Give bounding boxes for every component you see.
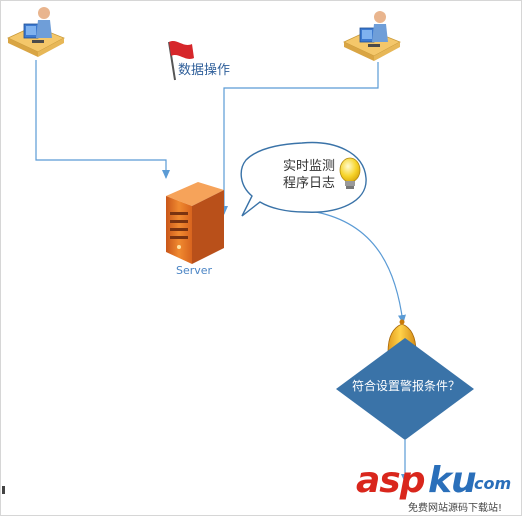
workstation-icon (343, 11, 401, 61)
data-operation-label: 数据操作 (178, 63, 231, 78)
watermark-asp: asp (356, 460, 425, 501)
callout-bubble (240, 141, 367, 217)
edge-mark (2, 486, 5, 494)
watermark-com: com (474, 474, 512, 493)
workstation-icon (7, 7, 65, 57)
lightbulb-icon (339, 157, 361, 189)
decision-diamond (336, 338, 474, 440)
connector-right-workstation-to-server (220, 62, 379, 215)
flag-icon (168, 41, 194, 81)
watermark-subtitle: 免费网站源码下载站! (408, 499, 503, 514)
server-label: Server (176, 264, 213, 277)
watermark: asp ku . com 免费网站源码下载站! (356, 460, 524, 518)
watermark-dot: . (464, 478, 470, 494)
monitor-line-1: 实时监测 (282, 159, 335, 174)
connector-left-workstation-to-server (35, 60, 170, 179)
watermark-ku: ku (428, 460, 477, 501)
connector-bubble-to-bell (315, 211, 406, 324)
server-icon (166, 182, 224, 264)
alert-condition-label: 符合设置警报条件？ (351, 379, 460, 393)
monitor-line-2: 程序日志 (282, 176, 335, 191)
monitor-log-label: 实时监测 程序日志 (268, 158, 350, 192)
